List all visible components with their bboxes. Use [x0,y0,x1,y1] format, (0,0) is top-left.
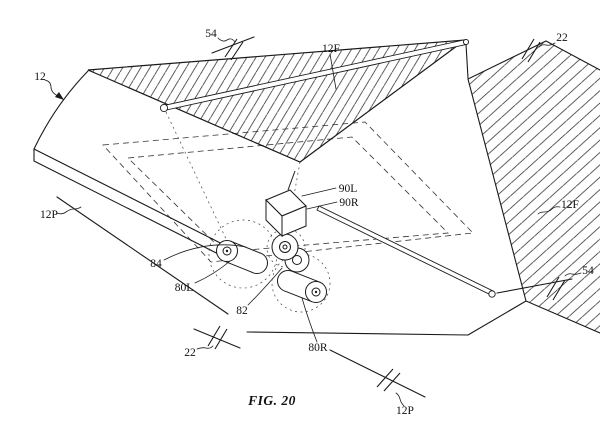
hinge-mechanism [216,170,327,303]
ref-label-82: 82 [236,305,248,317]
spine-rod-end-right [462,38,470,46]
ref-label-22-bottom-left: 22 [184,347,196,359]
ref-label-80l: 80L [175,282,194,294]
ref-label-84: 84 [150,258,162,270]
leader-22-top-right [538,42,556,48]
ref-label-12f-right: 12F [561,199,579,211]
top-display-panel [87,38,470,163]
ref-label-12f-top: 12F [322,43,340,55]
ref-label-12p-left: 12P [40,209,58,221]
leader-54-right [564,272,582,277]
roller-80L [216,240,268,274]
leader-22-bottom-left [196,345,214,350]
right-rod-end [488,290,496,298]
ref-label-12: 12 [34,71,46,83]
ref-label-12p-bottom-right: 12P [396,405,414,417]
ref-label-90l: 90L [339,183,358,195]
right-spine-rod [316,205,496,298]
hinge-bracket-90 [265,170,307,238]
leader-lines [44,37,582,407]
leader-54-top [217,37,236,43]
leader-80l [194,260,231,284]
leader-12p-bottom-right [395,392,405,407]
gear-pair-82 [271,233,310,273]
ref-label-80r: 80R [308,342,328,354]
ref-label-54-right: 54 [582,265,594,277]
bottom-right-cut-edge [329,349,426,398]
spine-rod-end-left [159,103,169,113]
leader-90r [306,201,338,210]
break-mark-54-right [546,276,566,301]
leader-84 [163,244,247,261]
motion-arc-right [271,253,331,313]
leader-90l [301,187,337,197]
reference-labels: 54 12F 22 12 12P 12F 90L 90R 84 80L 82 8… [34,28,594,417]
figure-caption: FIG. 20 [247,393,296,408]
bottom-left-cut-edge [193,328,241,349]
break-mark-22-bottom-left [207,325,228,350]
roller-80R [277,270,327,303]
break-mark-22-top-right [521,38,541,63]
ref-label-54-top: 54 [205,28,217,40]
ref-label-22-top-right: 22 [556,32,568,44]
leader-12f-right [537,206,561,215]
arrowhead-12 [55,92,64,100]
leader-12-arrow [44,79,59,97]
leader-12f-top [329,53,337,90]
ref-label-90r: 90R [339,197,359,209]
leader-80r [301,297,318,343]
leader-82 [247,267,283,306]
right-display-panel [467,40,600,334]
leader-12p-left [56,206,82,215]
break-mark-12p-bottom-right [376,368,401,392]
